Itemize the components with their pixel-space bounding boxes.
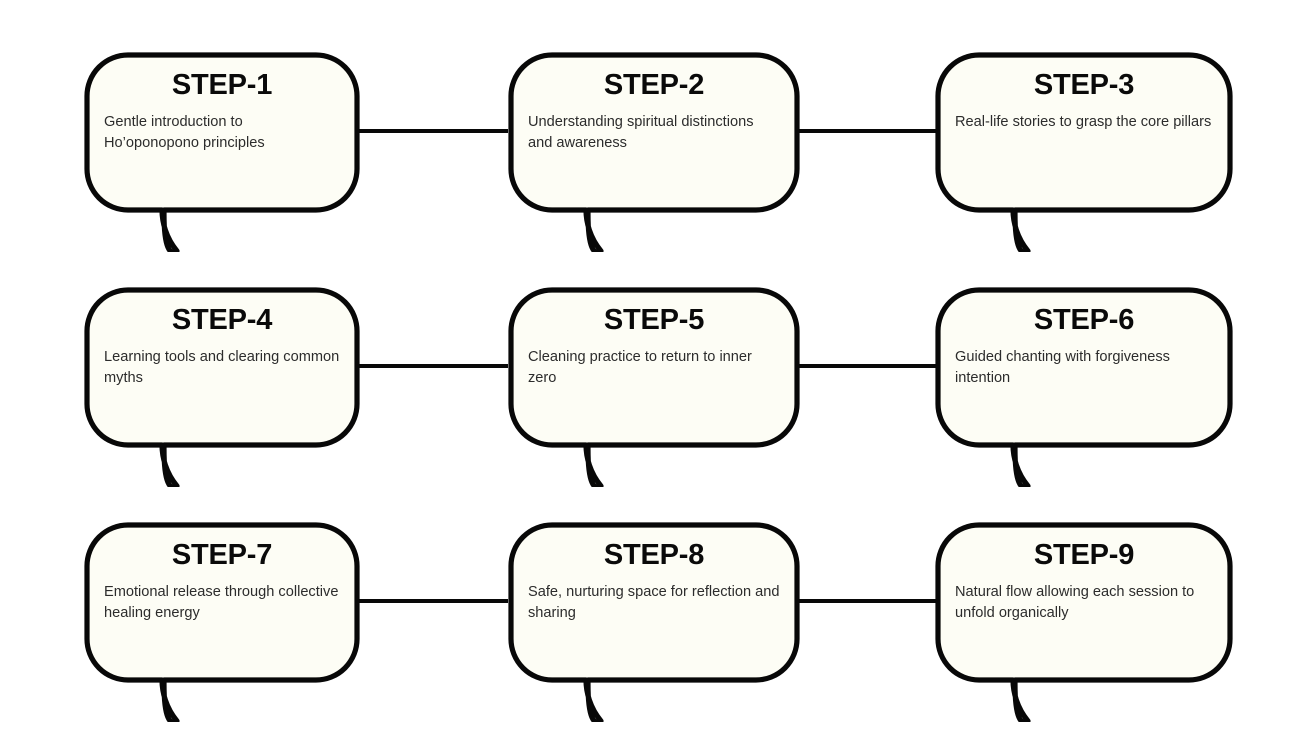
connector-step8-step9 <box>789 599 937 603</box>
speech-bubble-step-2[interactable]: STEP-2 Understanding spiritual distincti… <box>508 52 800 252</box>
speech-bubble-step-7[interactable]: STEP-7 Emotional release through collect… <box>84 522 360 722</box>
connector-step7-step8 <box>358 599 508 603</box>
speech-bubble-step-5[interactable]: STEP-5 Cleaning practice to return to in… <box>508 287 800 487</box>
speech-bubble-shape <box>508 52 800 252</box>
speech-bubble-shape <box>84 287 360 487</box>
speech-bubble-shape <box>935 522 1233 722</box>
speech-bubble-step-8[interactable]: STEP-8 Safe, nurturing space for reflect… <box>508 522 800 722</box>
speech-bubble-step-3[interactable]: STEP-3 Real-life stories to grasp the co… <box>935 52 1233 252</box>
speech-bubble-shape <box>508 287 800 487</box>
speech-bubble-shape <box>935 287 1233 487</box>
connector-step1-step2 <box>358 129 508 133</box>
speech-bubble-step-6[interactable]: STEP-6 Guided chanting with forgiveness … <box>935 287 1233 487</box>
speech-bubble-shape <box>935 52 1233 252</box>
connector-step5-step6 <box>789 364 937 368</box>
speech-bubble-step-4[interactable]: STEP-4 Learning tools and clearing commo… <box>84 287 360 487</box>
speech-bubble-step-1[interactable]: STEP-1 Gentle introduction to Ho’oponopo… <box>84 52 360 252</box>
connector-step2-step3 <box>789 129 937 133</box>
connector-step4-step5 <box>358 364 508 368</box>
speech-bubble-shape <box>84 522 360 722</box>
speech-bubble-shape <box>508 522 800 722</box>
speech-bubble-step-9[interactable]: STEP-9 Natural flow allowing each sessio… <box>935 522 1233 722</box>
speech-bubble-shape <box>84 52 360 252</box>
